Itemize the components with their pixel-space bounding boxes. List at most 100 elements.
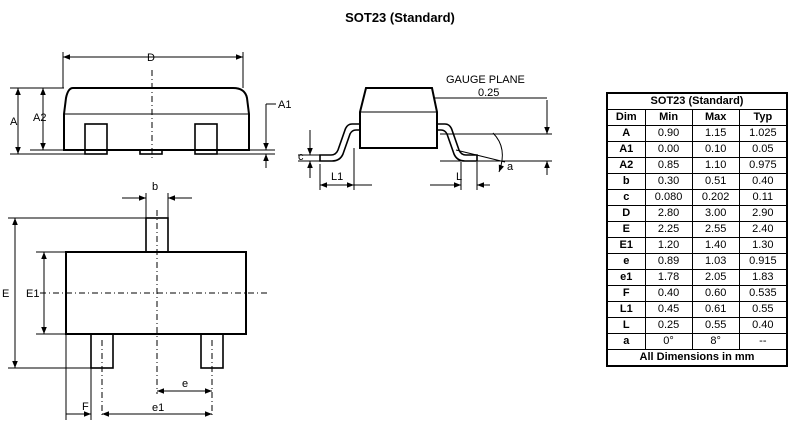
cell-min: 2.25: [644, 221, 693, 238]
end-lead-right: [437, 123, 478, 162]
page-title: SOT23 (Standard): [345, 10, 455, 25]
cell-dim: c: [606, 189, 646, 206]
top-view: [8, 193, 270, 420]
cell-dim: e1: [606, 269, 646, 286]
end-view: [298, 87, 552, 190]
cell-min: 1.20: [644, 237, 693, 254]
label-A: A: [10, 116, 18, 128]
cell-typ: --: [738, 333, 788, 350]
cell-max: 1.03: [691, 253, 740, 270]
cell-min: 1.78: [644, 269, 693, 286]
cell-typ: 0.40: [738, 317, 788, 334]
cell-max: 0.61: [691, 301, 740, 318]
label-L: L: [456, 171, 462, 183]
cell-dim: E: [606, 221, 646, 238]
cell-dim: L: [606, 317, 646, 334]
cell-dim: A2: [606, 157, 646, 174]
table-header-row: Dim Min Max Typ: [606, 109, 788, 126]
cell-max: 2.05: [691, 269, 740, 286]
cell-min: 0.40: [644, 285, 693, 302]
label-e1: e1: [152, 402, 164, 414]
cell-max: 3.00: [691, 205, 740, 222]
cell-typ: 1.83: [738, 269, 788, 286]
label-c: c: [298, 151, 304, 163]
cell-min: 0.85: [644, 157, 693, 174]
cell-typ: 1.025: [738, 125, 788, 142]
label-E: E: [2, 288, 9, 300]
cell-typ: 0.11: [738, 189, 788, 206]
cell-max: 0.60: [691, 285, 740, 302]
cell-typ: 2.40: [738, 221, 788, 238]
cell-max: 1.15: [691, 125, 740, 142]
cell-dim: b: [606, 173, 646, 190]
cell-max: 8°: [691, 333, 740, 350]
cell-min: 0.90: [644, 125, 693, 142]
label-L1: L1: [331, 171, 343, 183]
label-b: b: [152, 181, 158, 193]
cell-max: 0.10: [691, 141, 740, 158]
cell-typ: 2.90: [738, 205, 788, 222]
header-max: Max: [691, 109, 740, 126]
cell-min: 0.45: [644, 301, 693, 318]
end-body: [359, 87, 438, 149]
side-lead-mid: [139, 149, 163, 155]
cell-typ: 1.30: [738, 237, 788, 254]
table-footer: All Dimensions in mm: [606, 349, 788, 367]
cell-dim: e: [606, 253, 646, 270]
cell-max: 2.55: [691, 221, 740, 238]
cell-max: 0.55: [691, 317, 740, 334]
header-dim: Dim: [606, 109, 646, 126]
cell-max: 1.10: [691, 157, 740, 174]
side-lead-left: [84, 123, 108, 155]
cell-min: 0.30: [644, 173, 693, 190]
label-A1: A1: [278, 99, 291, 111]
cell-min: 0°: [644, 333, 693, 350]
header-typ: Typ: [738, 109, 788, 126]
cell-min: 0.89: [644, 253, 693, 270]
side-view: [10, 52, 276, 168]
cell-min: 2.80: [644, 205, 693, 222]
cell-dim: D: [606, 205, 646, 222]
cell-typ: 0.55: [738, 301, 788, 318]
cell-typ: 0.40: [738, 173, 788, 190]
label-E1: E1: [26, 288, 39, 300]
cell-dim: a: [606, 333, 646, 350]
cell-dim: F: [606, 285, 646, 302]
cell-typ: 0.915: [738, 253, 788, 270]
cell-typ: 0.05: [738, 141, 788, 158]
label-D: D: [147, 52, 155, 64]
cell-min: 0.080: [644, 189, 693, 206]
cell-max: 0.202: [691, 189, 740, 206]
table-caption: SOT23 (Standard): [606, 92, 788, 110]
cell-min: 0.25: [644, 317, 693, 334]
cell-dim: L1: [606, 301, 646, 318]
cell-max: 0.51: [691, 173, 740, 190]
label-e: e: [182, 378, 188, 390]
cell-dim: A1: [606, 141, 646, 158]
label-A2: A2: [33, 112, 46, 124]
end-lead-left: [319, 123, 360, 162]
side-lead-right: [194, 123, 218, 155]
cell-dim: E1: [606, 237, 646, 254]
label-gauge-value: 0.25: [478, 87, 499, 99]
cell-min: 0.00: [644, 141, 693, 158]
label-gauge-plane: GAUGE PLANE: [446, 74, 525, 86]
label-F: F: [82, 401, 89, 413]
side-body: [63, 87, 250, 151]
header-min: Min: [644, 109, 693, 126]
